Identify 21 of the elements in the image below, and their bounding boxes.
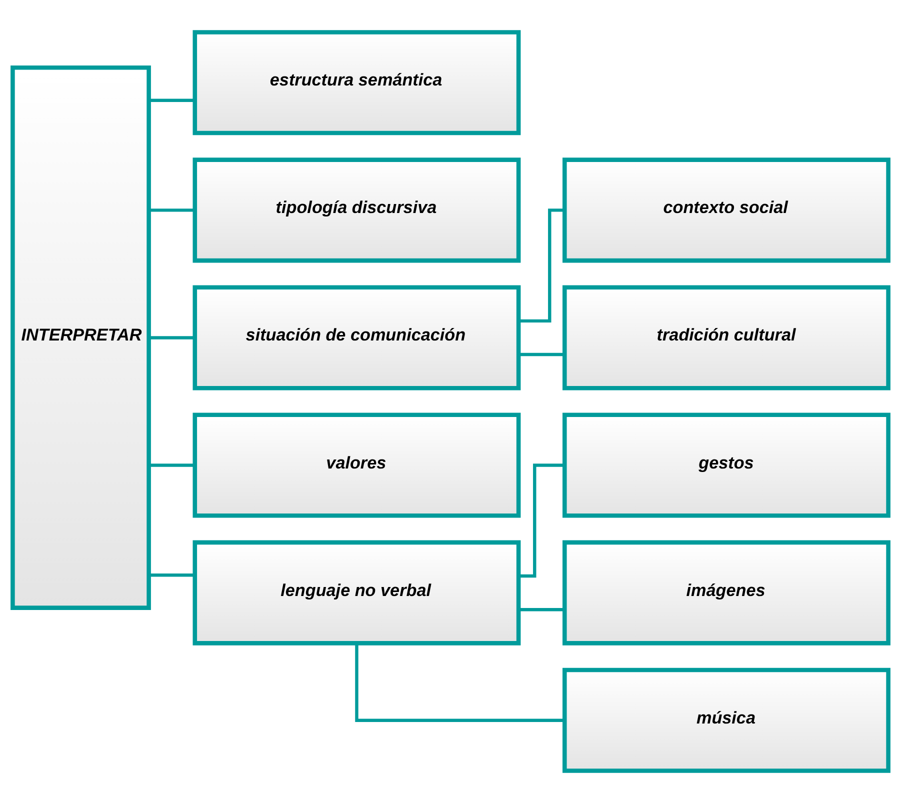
connector bbox=[148, 98, 195, 102]
node-box: imágenes bbox=[562, 540, 890, 646]
connector bbox=[148, 336, 195, 340]
connector bbox=[148, 574, 195, 577]
connector bbox=[518, 352, 565, 356]
connector bbox=[148, 464, 195, 467]
node-box: INTERPRETAR bbox=[10, 66, 151, 610]
node-box: tipología discursiva bbox=[192, 158, 521, 263]
connector bbox=[518, 208, 564, 323]
connector bbox=[148, 208, 195, 212]
node-box: situación de comunicación bbox=[192, 285, 521, 390]
node-box: lenguaje no verbal bbox=[192, 540, 521, 646]
connector bbox=[518, 464, 565, 578]
node-box: tradición cultural bbox=[562, 285, 890, 390]
node-box: valores bbox=[192, 412, 521, 518]
node-box: gestos bbox=[562, 412, 890, 518]
connector bbox=[355, 643, 565, 722]
node-box: contexto social bbox=[562, 158, 890, 263]
node-box: música bbox=[562, 668, 890, 773]
connector bbox=[518, 608, 565, 612]
node-box: estructura semántica bbox=[192, 30, 521, 136]
